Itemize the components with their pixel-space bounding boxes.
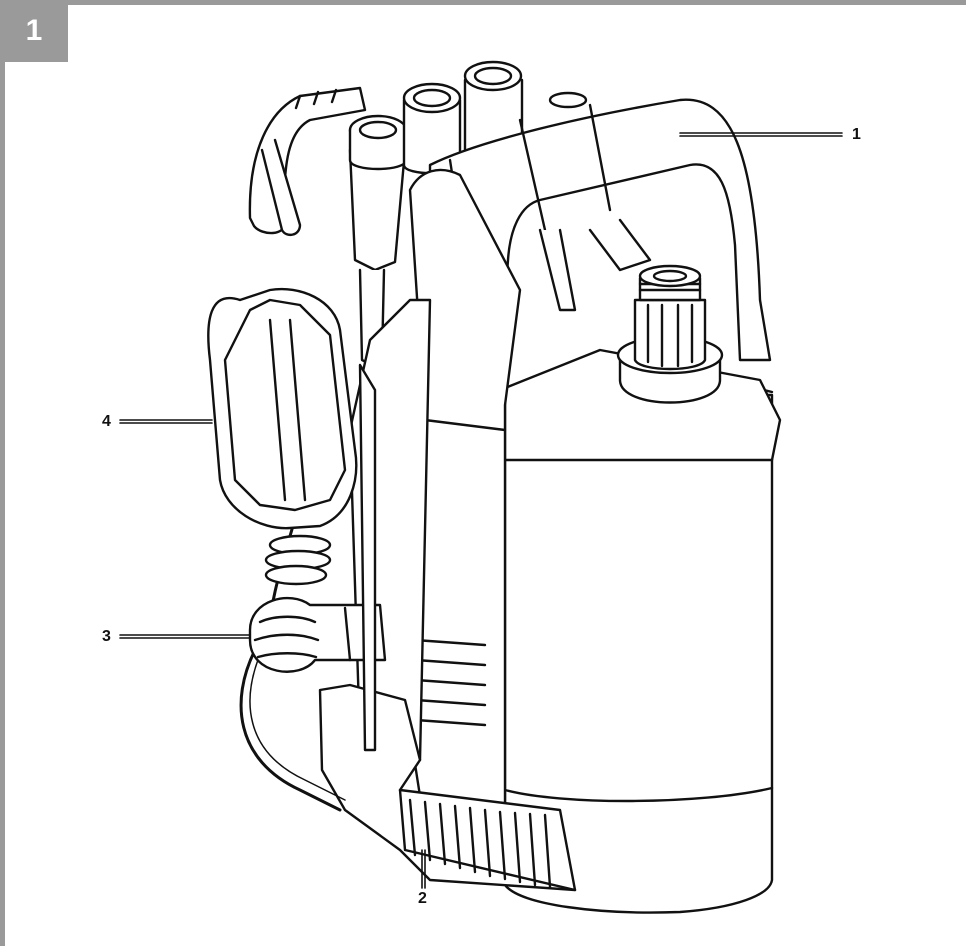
callout-label-1: 1 (852, 126, 861, 143)
carry-handle (428, 98, 772, 362)
figure-number-tab: 1 (0, 0, 68, 62)
hose-hook-bracket (248, 86, 367, 237)
outlet-connector (616, 264, 724, 404)
callout-label-2: 2 (418, 890, 427, 907)
float-switch-lock (248, 596, 387, 673)
callout-label-3: 3 (102, 628, 111, 645)
base-intake (318, 683, 577, 892)
callout-leaders (119, 132, 843, 889)
cable-guide-rod (358, 363, 377, 752)
callout-label-4: 4 (102, 413, 111, 430)
side-handle-column (403, 168, 522, 882)
float-switch (207, 287, 358, 586)
figure-number: 1 (25, 14, 43, 47)
